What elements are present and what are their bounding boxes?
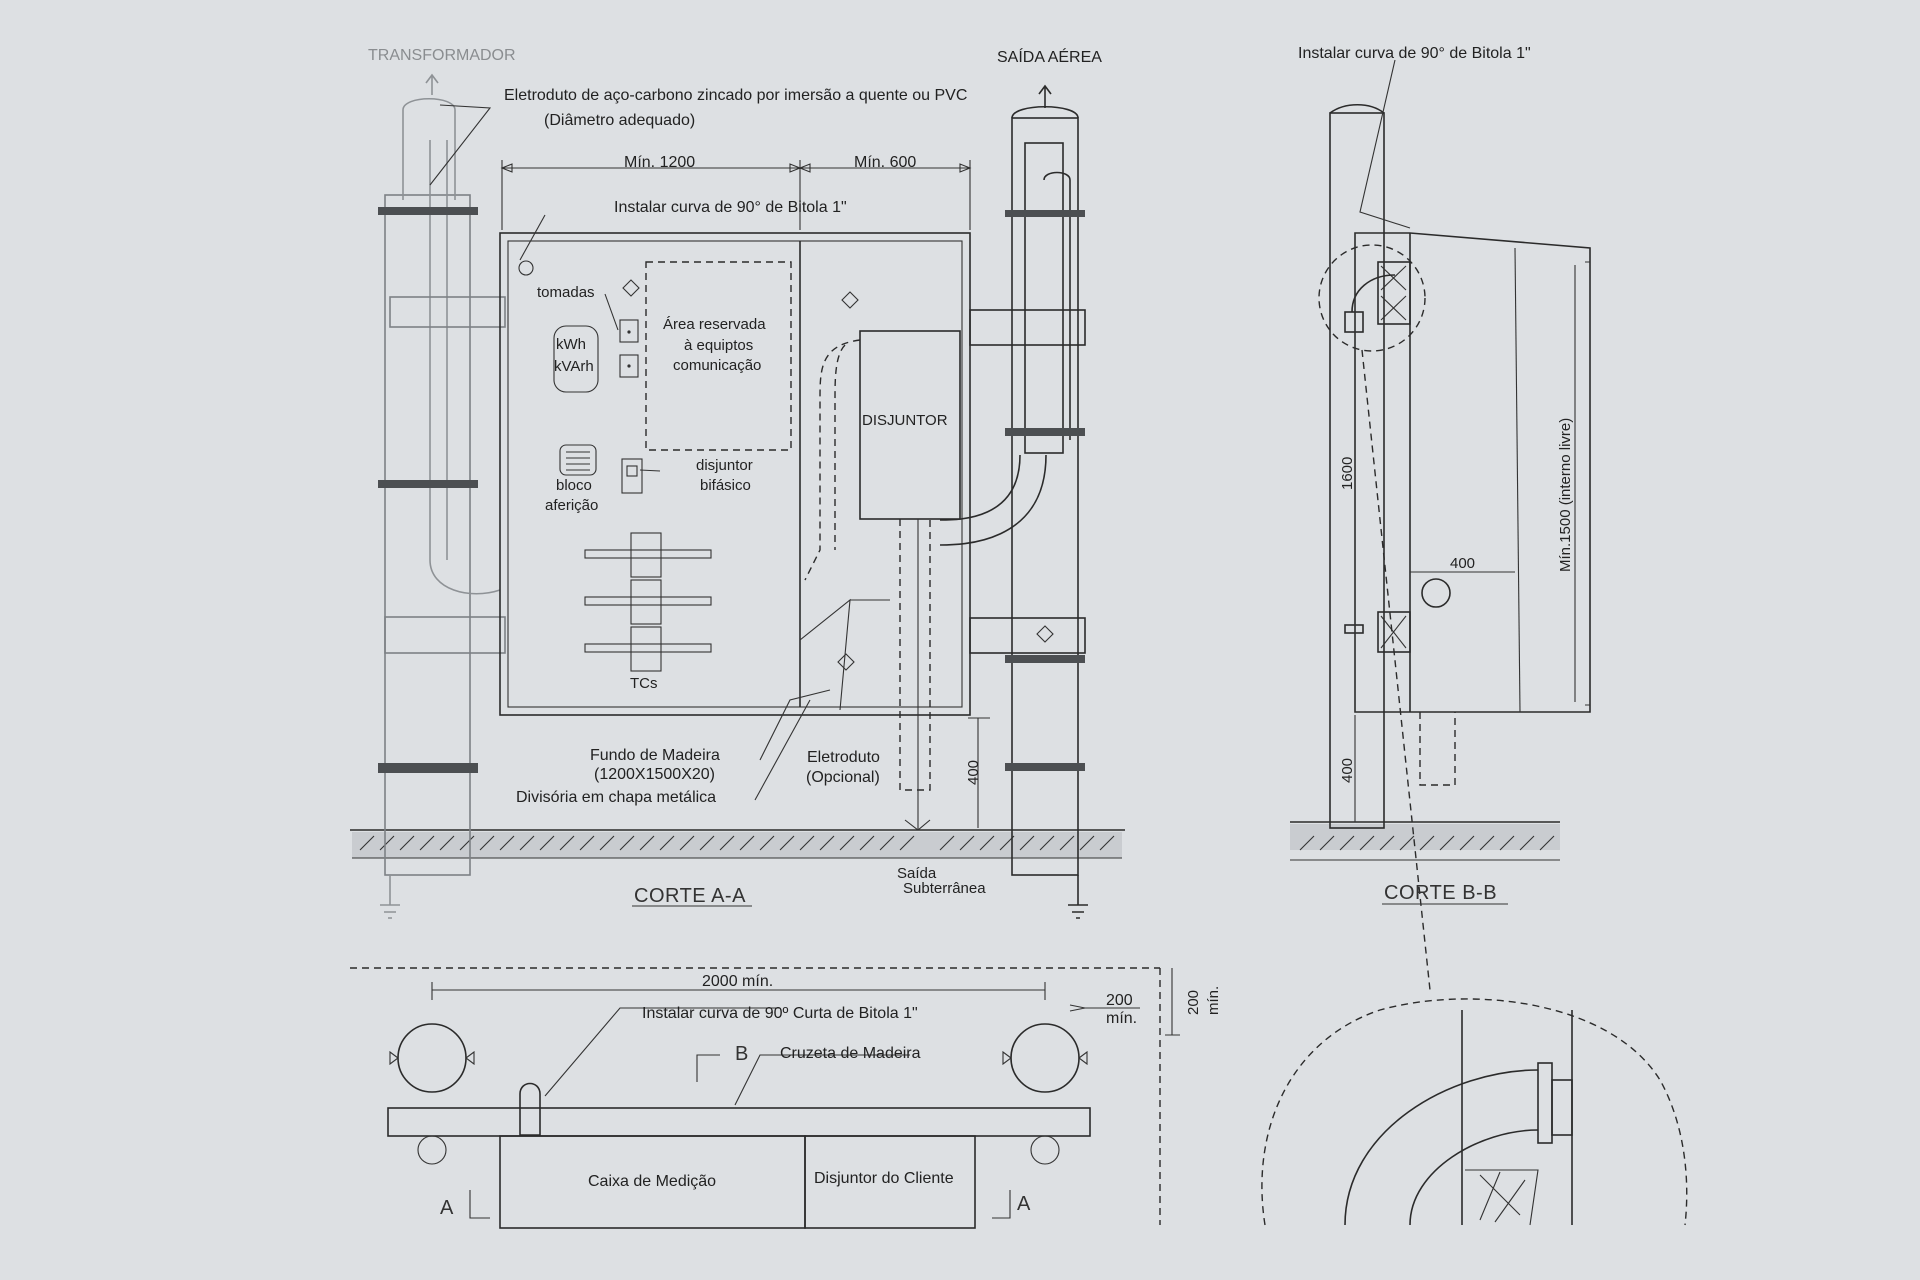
label-eletroduto: Eletroduto de aço-carbono zincado por im… — [504, 87, 967, 104]
ground-a — [350, 829, 1125, 859]
label-saida-sub-2: Subterrânea — [903, 880, 986, 897]
label-diametro: (Diâmetro adequado) — [544, 112, 695, 129]
dim-400-b: 400 — [1450, 555, 1475, 572]
corte-a-a-view: TRANSFORMADOR SAÍDA AÉREA Eletroduto de … — [350, 47, 1125, 919]
dim-min-1500: Mín.1500 (interno livre) — [1557, 418, 1574, 572]
dim-400-a: 400 — [965, 760, 982, 785]
dim-400-c: 400 — [1339, 758, 1356, 783]
internal-conduits — [804, 339, 931, 831]
label-kwh: kWh — [556, 336, 586, 353]
metering-box — [499, 232, 971, 716]
label-disjuntor-bif-2: bifásico — [700, 477, 751, 494]
title-corte-bb: CORTE B-B — [1384, 882, 1497, 904]
label-divisoria: Divisória em chapa metálica — [516, 789, 716, 806]
label-kvarh: kVArh — [554, 358, 594, 375]
label-caixa-medicao: Caixa de Medição — [588, 1173, 716, 1190]
right-pole — [939, 84, 1088, 919]
marker-a-left: A — [440, 1197, 454, 1219]
label-saida-sub-1: Saída — [897, 865, 937, 882]
label-eletroduto-opc-1: Eletroduto — [807, 749, 880, 766]
label-instalar-curva: Instalar curva de 90° de Bitola 1" — [614, 199, 847, 216]
dim-min-1200: Mín. 1200 — [624, 154, 695, 171]
label-fundo-1: Fundo de Madeira — [590, 747, 720, 764]
label-transformador: TRANSFORMADOR — [368, 47, 516, 64]
label-bloco-2: aferição — [545, 497, 598, 514]
label-area-reservada-1: Área reservada — [663, 316, 766, 333]
label-bloco-1: bloco — [556, 477, 592, 494]
label-cruzeta: Cruzeta de Madeira — [780, 1045, 921, 1062]
title-corte-aa: CORTE A-A — [634, 885, 746, 907]
label-disjuntor: DISJUNTOR — [862, 412, 948, 429]
marker-b: B — [735, 1043, 749, 1065]
dim-200-b: 200 — [1185, 990, 1202, 1015]
dim-min-600: Mín. 600 — [854, 154, 916, 171]
label-area-reservada-3: comunicação — [673, 357, 761, 374]
label-disjuntor-cliente: Disjuntor do Cliente — [814, 1170, 954, 1187]
label-area-reservada-2: à equiptos — [684, 337, 753, 354]
left-pole — [378, 73, 506, 919]
label-disjuntor-bif-1: disjuntor — [696, 457, 753, 474]
label-eletroduto-opc-2: (Opcional) — [806, 769, 880, 786]
label-fundo-2: (1200X1500X20) — [594, 766, 715, 783]
dim-min-a: mín. — [1106, 1010, 1137, 1027]
marker-a-right: A — [1017, 1193, 1031, 1215]
corte-b-b-view: Instalar curva de 90° de Bitola 1" 1600 … — [1290, 45, 1591, 991]
detail-view — [1261, 998, 1688, 1226]
label-instalar-curva-b: Instalar curva de 90° de Bitola 1" — [1298, 45, 1531, 62]
plan-view: 2000 mín. 200 mín. 200 mín. B Instalar c… — [350, 967, 1222, 1229]
dim-2000: 2000 mín. — [702, 973, 773, 990]
label-saida-aerea: SAÍDA AÉREA — [997, 47, 1102, 66]
label-tcs: TCs — [630, 675, 658, 692]
label-tomadas: tomadas — [537, 284, 595, 301]
dim-200-a: 200 — [1106, 992, 1133, 1009]
dimensions-a — [429, 104, 990, 828]
dim-min-b: mín. — [1205, 986, 1222, 1015]
dim-1600: 1600 — [1339, 457, 1356, 490]
label-instalar-curta: Instalar curva de 90º Curta de Bitola 1" — [642, 1005, 918, 1022]
